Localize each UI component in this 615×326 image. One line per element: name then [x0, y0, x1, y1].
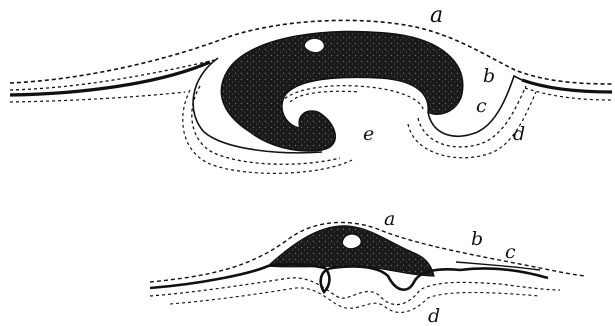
upper-label-b: b [483, 65, 495, 87]
upper-figure: a b c d e [10, 3, 612, 173]
lower-label-a: a [384, 208, 395, 230]
lower-label-d: d [428, 305, 440, 326]
upper-label-d: d [513, 123, 525, 145]
lower-dark-mass [268, 226, 434, 276]
lower-mass-vesicle [342, 234, 361, 249]
upper-label-a: a [430, 3, 443, 28]
upper-baseline-left [10, 62, 210, 95]
lower-label-c: c [505, 241, 516, 263]
lower-baseline [150, 264, 548, 292]
upper-mass-spot [304, 38, 324, 52]
lower-dashed-layer-2 [170, 288, 540, 313]
lower-dashed-layer-1 [150, 278, 560, 305]
lower-figure: a b c d [150, 208, 585, 326]
upper-label-e: e [363, 123, 374, 145]
upper-inner-dashed-layer [10, 60, 215, 90]
lower-label-b: b [471, 228, 483, 250]
upper-inner-cavity [278, 86, 424, 112]
upper-inner-cavity-2 [290, 91, 360, 102]
upper-label-c: c [476, 95, 487, 117]
